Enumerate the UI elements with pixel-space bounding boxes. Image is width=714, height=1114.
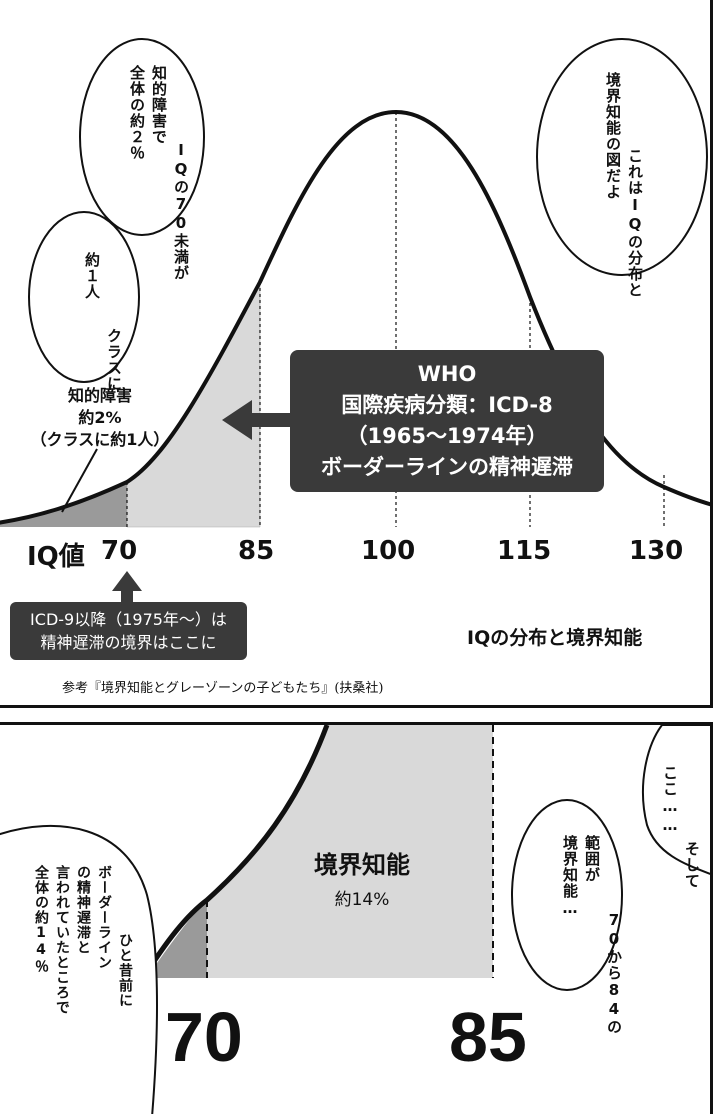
- bubble-top-right-text: そしてここ……: [637, 765, 710, 889]
- bubble-right-line: これはIQの分布と: [626, 148, 644, 298]
- arrow-left-shaft: [242, 413, 297, 427]
- tick-label-85-zoom: 85: [449, 998, 527, 1076]
- bell-curve-zoom: [139, 725, 330, 982]
- bubble-top-line: ここ……: [661, 765, 679, 835]
- bubble-middle-text: IQの70未満が知的障害で全体の約２％: [104, 65, 214, 281]
- icd9-box-line: ICD-9以降（1975年〜）は: [30, 610, 227, 629]
- borderline-zoom-graphic: [0, 725, 710, 1114]
- bubble-left-bottom: [0, 824, 158, 1114]
- bubble-mid-line: 70から84の: [605, 911, 623, 1035]
- bottom-panel: そしてここ…… 70から84の 範囲が境界知能… ひと昔前にボーダーラインの精神遅…: [0, 722, 713, 1114]
- bubble-left-line: 約１人: [83, 252, 101, 300]
- bubble-mid-right: [511, 799, 623, 991]
- arrow-left-icon: [222, 400, 252, 440]
- bubble-top-line: そして: [683, 841, 701, 889]
- intellectual-disability-area-zoom: [157, 900, 207, 978]
- top-panel: これはIQの分布と境界知能の図だよ IQの70未満が知的障害で全体の約２％ クラ…: [0, 0, 713, 708]
- bubble-left-bottom-line: 言われていたところで: [54, 865, 70, 1015]
- figure-title: IQの分布と境界知能: [467, 627, 643, 649]
- label-pointer-line: [61, 448, 98, 513]
- arrow-up-icon: [112, 571, 142, 591]
- who-box-line: WHO: [417, 362, 477, 386]
- bubble-middle-line: 全体の約２％: [128, 65, 146, 161]
- disability-label: 知的障害 約2% （クラスに約1人）: [25, 385, 175, 451]
- tick-label-70-zoom: 70: [165, 998, 243, 1076]
- bubble-left-bottom-line: 全体の約14％: [33, 865, 49, 974]
- bubble-top-right: [641, 725, 710, 875]
- bubble-right-line: 境界知能の図だよ: [604, 72, 622, 200]
- borderline-area-zoom: [207, 725, 493, 978]
- who-box-text: WHO 国際疾病分類：ICD-8 （1965〜1974年） ボーダーラインの精神…: [290, 359, 604, 483]
- bubble-right-text: これはIQの分布と境界知能の図だよ: [580, 72, 668, 298]
- bubble-left-bottom-line: ひと昔前に: [117, 933, 133, 1008]
- axis-label: IQ値: [27, 542, 85, 572]
- reference-note: 参考『境界知能とグレーゾーンの子どもたち』(扶桑社): [62, 681, 384, 696]
- bubble-left-bottom-line: の精神遅滞と: [75, 865, 91, 955]
- tick-label-85: 85: [238, 536, 275, 566]
- who-box-line: （1965〜1974年）: [346, 424, 548, 448]
- disability-label-line: （クラスに約1人）: [30, 430, 170, 449]
- borderline-region-value: 約14%: [334, 890, 390, 910]
- borderline-region-label: 境界知能: [314, 851, 410, 879]
- who-box: [290, 350, 604, 492]
- bubble-middle-line: IQの70未満が: [172, 141, 190, 281]
- bubble-right: [536, 38, 708, 276]
- disability-label-line: 知的障害: [67, 386, 132, 405]
- tick-label-70: 70: [101, 536, 138, 566]
- bell-curve: [0, 109, 710, 525]
- who-box-line: ボーダーラインの精神遅滞: [321, 455, 573, 479]
- icd9-box-line: 精神遅滞の境界はここに: [40, 633, 217, 652]
- bubble-mid-line: 範囲が: [583, 835, 601, 883]
- bubble-mid-line: 境界知能…: [561, 835, 579, 918]
- tick-label-100: 100: [361, 536, 416, 566]
- iq-distribution-graphic: [0, 38, 710, 660]
- bubble-left-text: クラスに 約１人: [59, 252, 147, 392]
- icd9-box-text: ICD-9以降（1975年〜）は 精神遅滞の境界はここに: [10, 608, 247, 654]
- bubble-middle-line: 知的障害で: [150, 65, 168, 145]
- tick-label-115: 115: [497, 536, 552, 566]
- bubble-left-line: クラスに: [105, 328, 123, 392]
- tick-label-130: 130: [629, 536, 684, 566]
- bubble-mid-right-text: 70から84の 範囲が境界知能…: [537, 835, 647, 1035]
- icd9-box: [10, 602, 247, 660]
- disability-label-line: 約2%: [78, 408, 122, 427]
- bubble-middle: [79, 38, 205, 236]
- intellectual-disability-area: [0, 482, 127, 527]
- bubble-left-bottom-line: ボーダーライン: [96, 865, 112, 970]
- bubble-left-bottom-text: ひと昔前にボーダーラインの精神遅滞と言われていたところで全体の約14％: [9, 865, 156, 1105]
- who-box-line: 国際疾病分類：ICD-8: [341, 393, 553, 417]
- bubble-left: [28, 211, 140, 383]
